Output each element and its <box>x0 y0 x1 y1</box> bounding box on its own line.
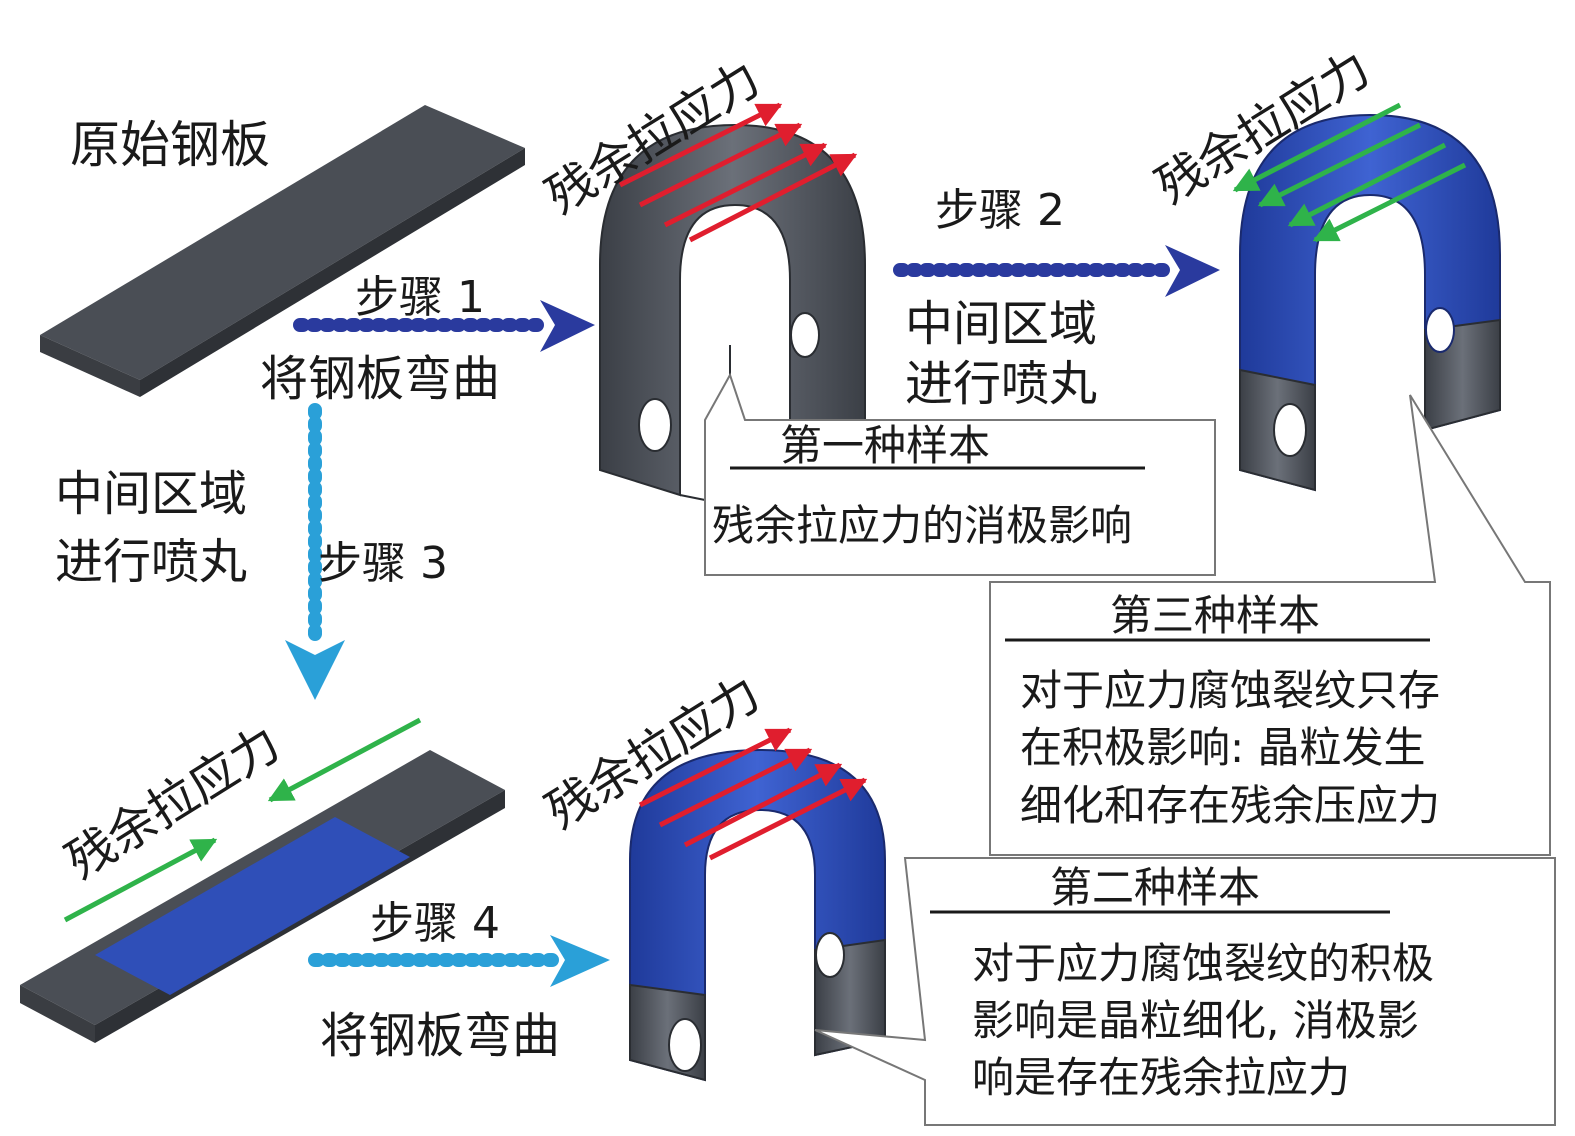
sample3-text-line2: 在积极影响: 晶粒发生 <box>1020 723 1426 772</box>
step3-desc-line2: 进行喷丸 <box>55 534 247 590</box>
step4-desc: 将钢板弯曲 <box>320 1008 560 1064</box>
step2-label: 步骤 2 <box>935 185 1065 236</box>
step3-desc-line1: 中间区域 <box>55 466 247 522</box>
callout-sample2: 第二种样本 对于应力腐蚀裂纹的积极 影响是晶粒细化, 消极影 响是存在残余拉应力 <box>814 857 1556 1126</box>
original-plate-label: 原始钢板 <box>70 116 270 174</box>
sample3-text-line1: 对于应力腐蚀裂纹只存 <box>1020 666 1440 715</box>
step1-label: 步骤 1 <box>355 272 485 323</box>
step4-label: 步骤 4 <box>370 898 500 949</box>
u-bracket-sample3 <box>1239 113 1501 492</box>
sample2-text-line3: 响是存在残余拉应力 <box>972 1053 1350 1102</box>
step2-desc-line2: 进行喷丸 <box>905 356 1097 412</box>
sample3-text-line3: 细化和存在残余压应力 <box>1020 781 1440 830</box>
step1-arrow <box>293 300 595 352</box>
sample2-title: 第二种样本 <box>1050 863 1260 912</box>
sample2-text-line2: 影响是晶粒细化, 消极影 <box>972 996 1419 1045</box>
sample2-text-line1: 对于应力腐蚀裂纹的积极 <box>972 939 1434 988</box>
step1-desc: 将钢板弯曲 <box>260 351 500 407</box>
peened-steel-plate <box>20 750 505 1043</box>
tensile-arrows-sample2 <box>638 727 868 861</box>
step4-arrow <box>308 935 610 987</box>
callout-sample3: 第三种样本 对于应力腐蚀裂纹只存 在积极影响: 晶粒发生 细化和存在残余压应力 <box>989 394 1551 856</box>
sample1-text: 残余拉应力的消极影响 <box>712 501 1132 550</box>
step3-arrow <box>285 403 345 700</box>
callout-sample1: 第一种样本 残余拉应力的消极影响 <box>704 372 1216 576</box>
original-steel-plate <box>40 105 525 397</box>
compressive-arrows-sample3 <box>1232 102 1467 243</box>
sample1-title: 第一种样本 <box>780 421 990 470</box>
step2-arrow <box>893 245 1220 297</box>
compressive-arrows-plate <box>63 717 422 923</box>
step3-label: 步骤 3 <box>318 538 448 589</box>
tensile-arrows-sample1 <box>618 102 858 243</box>
u-bracket-sample1 <box>599 123 866 507</box>
step2-desc-line1: 中间区域 <box>905 296 1097 352</box>
u-bracket-sample2 <box>629 748 886 1082</box>
sample3-title: 第三种样本 <box>1110 591 1320 640</box>
